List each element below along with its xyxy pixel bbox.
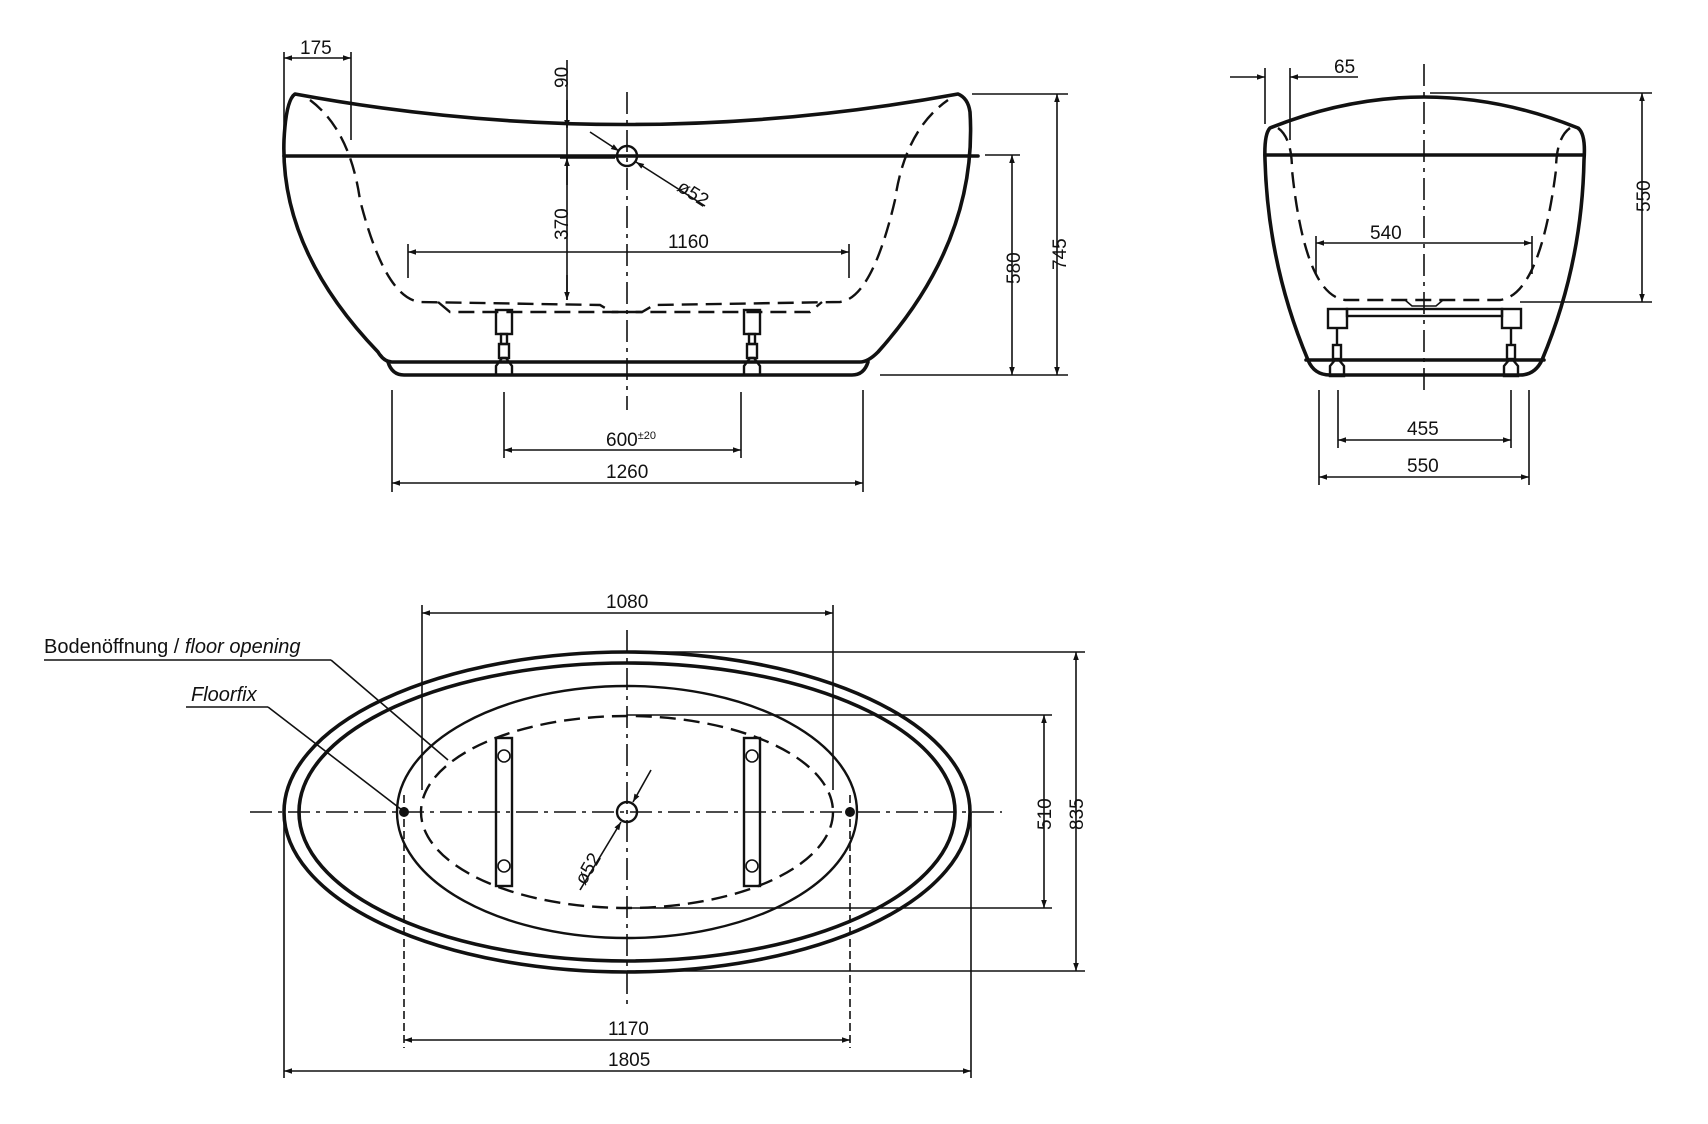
side-dim-540: 540	[1370, 223, 1402, 244]
front-dim-600: 600±20	[606, 430, 656, 451]
plan-view: ø52 Bodenöffnung / floor opening Floorfi…	[44, 592, 1088, 1078]
front-dim-1260: 1260	[606, 462, 648, 483]
front-inner-basin	[309, 99, 949, 314]
front-leg-right	[742, 308, 762, 377]
front-drain-dim: ø52	[673, 176, 712, 211]
side-view: 65 540 550 455 550	[1230, 57, 1655, 485]
plan-drain-icon	[615, 800, 639, 824]
plan-foot-bar-right	[742, 736, 762, 888]
plan-dim-1805: 1805	[608, 1050, 650, 1071]
side-inner-basin	[1277, 127, 1571, 302]
front-outer-shell	[282, 92, 973, 364]
side-dim-455: 455	[1407, 419, 1439, 440]
front-dim-175: 175	[300, 38, 332, 59]
front-base	[386, 360, 870, 377]
side-dim-550-height: 550	[1634, 180, 1655, 212]
front-dim-745: 745	[1050, 238, 1071, 270]
plan-dim-1170: 1170	[608, 1019, 649, 1040]
plan-foot-bar-left	[494, 736, 514, 888]
floor-opening-label: Bodenöffnung / floor opening	[44, 636, 301, 658]
side-dim-65: 65	[1334, 57, 1355, 78]
front-inner-floor-step	[437, 301, 823, 314]
side-dim-550-width: 550	[1407, 456, 1439, 477]
front-leg-left	[494, 308, 514, 377]
plan-dim-510: 510	[1035, 798, 1056, 830]
front-dim-370: 370	[552, 208, 573, 240]
front-dim-580: 580	[1004, 252, 1025, 284]
front-dim-1160: 1160	[668, 232, 709, 253]
plan-dim-1080: 1080	[606, 592, 648, 613]
front-dim-90: 90	[552, 67, 573, 88]
floorfix-label: Floorfix	[191, 684, 258, 706]
plan-dim-835: 835	[1067, 798, 1088, 830]
front-view: ø52 175 90 370 1160 580 745 600±	[282, 38, 1071, 492]
front-drain-icon	[615, 144, 639, 168]
